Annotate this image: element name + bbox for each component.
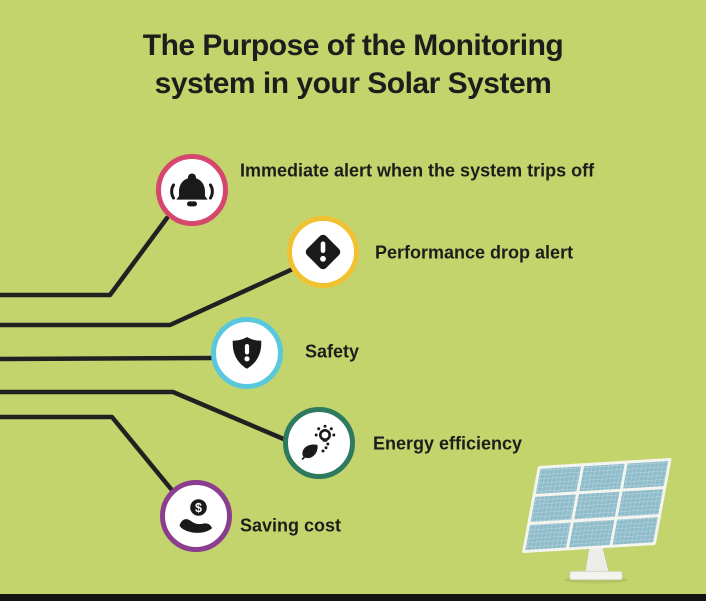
connector-line-performance bbox=[0, 265, 298, 328]
eco-bulb-leaf-icon bbox=[301, 424, 336, 460]
panel-base bbox=[569, 571, 623, 580]
item-label-safety: Safety bbox=[305, 341, 360, 362]
item-label-performance: Performance drop alert bbox=[375, 242, 574, 263]
connector-line-alert bbox=[0, 215, 170, 298]
warning-diamond-icon bbox=[305, 234, 341, 270]
connector-line-safety bbox=[0, 355, 216, 362]
item-label-efficiency: Energy efficiency bbox=[373, 433, 523, 454]
alert-icon-circle bbox=[156, 154, 228, 226]
efficiency-icon-circle bbox=[283, 407, 355, 479]
safety-icon-circle bbox=[211, 317, 283, 389]
hand-coin-icon: $ bbox=[179, 499, 212, 533]
page-title-line2: system in your Solar System bbox=[154, 67, 552, 100]
panel-board bbox=[522, 457, 672, 554]
performance-icon-circle bbox=[287, 216, 359, 288]
item-label-saving: Saving cost bbox=[240, 515, 342, 536]
connector-line-efficiency bbox=[0, 389, 289, 443]
item-label-alert: Immediate alert when the system trips of… bbox=[240, 160, 595, 181]
page-title: The Purpose of the Monitoring system in … bbox=[0, 27, 706, 103]
bottom-border-bar bbox=[0, 594, 706, 601]
page-title-line1: The Purpose of the Monitoring bbox=[142, 29, 564, 62]
shield-exclamation-icon bbox=[232, 337, 262, 369]
bell-icon bbox=[170, 173, 214, 207]
saving-icon-circle: $ bbox=[160, 480, 232, 552]
connector-line-saving bbox=[0, 414, 174, 492]
dollar-symbol: $ bbox=[195, 501, 202, 515]
